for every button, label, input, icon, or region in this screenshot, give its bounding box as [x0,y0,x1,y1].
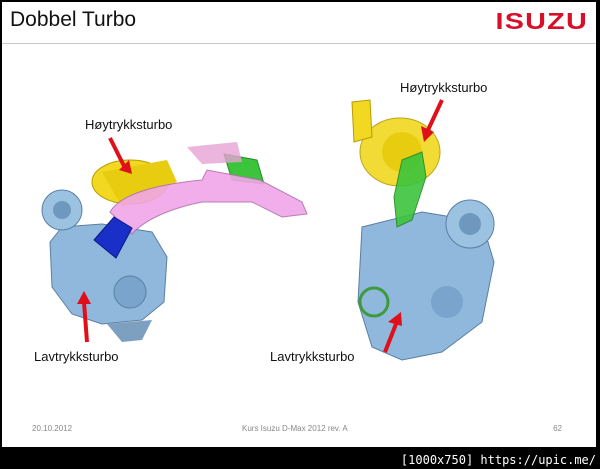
footer-page-number: 62 [553,424,562,433]
watermark-badge: [1000x750] https://upic.me/ [396,451,600,469]
left-high-pressure-arrow [108,137,132,174]
footer-course: Kurs Isuzu D-Max 2012 rev. A [242,424,348,433]
right-low-pressure-housing [357,199,495,361]
left-blue-intake-pipe [93,216,133,259]
footer-date: 20.10.2012 [32,424,73,433]
left-low-pressure-arrow [77,291,91,343]
left-turbo-illustration [41,137,308,343]
right-high-pressure-label: Høytrykksturbo [400,80,488,95]
right-low-pressure-arrow [383,312,402,353]
left-high-pressure-label: Høytrykksturbo [85,117,173,132]
slide: Dobbel Turbo ISUZU [2,2,596,447]
left-low-pressure-label: Lavtrykksturbo [34,349,119,364]
right-high-pressure-turbo [351,99,441,187]
slide-title: Dobbel Turbo [10,8,137,31]
right-high-pressure-arrow [421,99,444,142]
right-turbo-illustration [351,99,495,361]
isuzu-logo: ISUZU [495,8,588,34]
right-green-pipe [393,151,427,228]
right-low-pressure-label: Lavtrykksturbo [270,349,355,364]
left-low-pressure-housing [41,189,168,342]
left-pink-manifold [109,142,308,235]
title-divider [2,43,596,44]
